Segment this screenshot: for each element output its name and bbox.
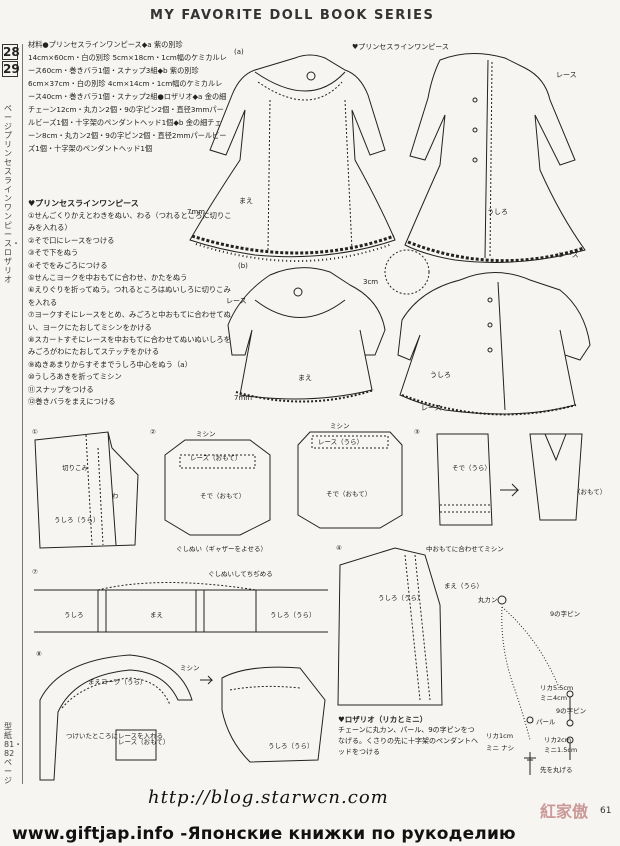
steps-title: ♥プリンセスラインワンピース [28, 199, 139, 208]
materials-text: 材料●プリンセスラインワンピース◆a 紫の別珍 14cm×60cm・白の別珍 5… [28, 40, 227, 153]
dress-b-back [385, 250, 590, 414]
step-marker-7: ⑦ [32, 568, 38, 576]
figure-a-label: (a) [234, 48, 244, 56]
label-ushiro: うしろ [487, 208, 508, 216]
label-pearl: パール [536, 718, 556, 726]
label-gathers: ぐしぬい（ギャザーをよせる） [176, 545, 267, 553]
label-ushiro-ura: うしろ（うら） [378, 594, 424, 602]
label-kiri: 切りこみ [62, 464, 88, 472]
label-mishin: ミシン [196, 430, 216, 438]
label-7mm: 7mm [234, 394, 253, 402]
label-mishin: ミシン [180, 664, 200, 672]
label-mae: まえ [298, 374, 312, 382]
step: ②そで口にレースをつける [28, 235, 115, 245]
page-range: 28 29 [2, 44, 20, 78]
label-ushiro: うしろ [430, 371, 451, 379]
label-sode-ura: そで（うら） [452, 464, 491, 472]
step-7-strip [34, 583, 328, 633]
label-mishin: ミシン [330, 422, 350, 430]
label-mae: まえ [150, 611, 163, 619]
label-sode-omote: そで（おもて） [200, 492, 246, 500]
label-bend: 先を丸げる [540, 766, 573, 774]
step-marker-2: ② [150, 428, 156, 436]
dress-b-front [228, 268, 385, 402]
label-lace: レース [226, 297, 247, 305]
step-marker-3: ③ [414, 428, 420, 436]
rosary-text: チェーンに丸カン、パール、9の字ピンをつなげる。くさりの先に十字架のペンダントヘ… [338, 726, 478, 756]
step: ⑨ぬきあまりからすそまでうしろ中心をぬう（a） [28, 359, 192, 369]
step-4-skirt [338, 548, 442, 705]
step: ④そでをみごろにつける [28, 260, 108, 270]
step: ⑤せんこヨークを中おもてに合わせ、かたをぬう [28, 273, 188, 283]
label-mini-nashi: ミニ ナシ [486, 744, 515, 752]
label-lace: レース [556, 71, 577, 79]
step: ⑪スナップをつける [28, 384, 94, 394]
label-yoke: まえヨーク（うら） [88, 678, 147, 686]
blog-watermark: http://blog.starwcn.com [148, 787, 389, 808]
step-8-yoke [40, 655, 325, 780]
label-mae: まえ [239, 197, 253, 205]
label-mae-ura: まえ（うら） [444, 582, 483, 590]
step-3-sleeve [437, 434, 582, 525]
step: ⑧スカートすそにレースを中おもてに合わせてぬいぬいしろをみごろがわにたおしてステ… [28, 335, 231, 357]
label-sode-omote: そで（おもて） [326, 490, 372, 498]
step-1-piece [35, 432, 138, 548]
step: ⑦ヨークすそにレースをとめ、みごろと中おもてに合わせてぬい、ヨークにたおしてミシ… [28, 310, 231, 332]
page-end: 29 [2, 61, 20, 77]
label-7mm: 7mm [187, 208, 206, 216]
dress-a-back [405, 53, 585, 262]
label-rika1: リカ1cm [486, 732, 514, 740]
label-naka: 中おもてに合わせてミシン [426, 545, 504, 553]
page-suffix: ページ [4, 104, 12, 131]
label-lace: レース [558, 251, 579, 259]
label-ushiro-ura: うしろ（うら） [54, 516, 100, 524]
label-lace-omote: レース（おもて） [190, 454, 242, 462]
step: ⑩うしろあきを折ってミシン [28, 372, 122, 382]
label-ushiro: うしろ [64, 611, 84, 619]
steps-list: ①せんごくりかえとわきをぬい、わる（つれるところに切りこみを入れる） ②そで口に… [28, 210, 233, 409]
side-footer-note: 型紙 81・82ページ [4, 722, 23, 785]
label-lace-ura: レース（うら） [318, 438, 364, 446]
page-number: 61 [600, 806, 612, 816]
label-3cm: 3cm [363, 278, 379, 286]
step: ③そで下をぬう [28, 248, 79, 258]
label-pin9: 9の字ピン [550, 610, 581, 618]
label-lace-omote2: レース（おもて） [118, 738, 170, 746]
side-rule [22, 44, 23, 784]
label-wa: わ [112, 492, 119, 500]
step: ⑫巻きバラをまえにつける [28, 397, 116, 407]
label-lace: レース [421, 404, 442, 412]
figure-b-label: (b) [238, 262, 248, 270]
stamp-mark: 紅家傲 [540, 802, 589, 821]
side-title-text: プリンセスラインワンピース・ロザリオ [4, 131, 20, 284]
label-omote: （おもて） [574, 488, 607, 496]
label-ushiro-ura: うしろ（うら） [270, 611, 316, 619]
step-marker-1: ① [32, 428, 38, 436]
figure-a-title: ♥プリンセスラインワンピース [352, 43, 449, 51]
label-note-lace: つけいたところにレースを入れる [66, 732, 164, 740]
rosary-instructions: ♥ロザリオ（リカとミニ） チェーンに丸カン、パール、9の字ピンをつなげる。くさり… [338, 714, 478, 758]
label-gathers2: ぐしぬいしてちぢめる [208, 570, 273, 578]
step: ⑥えりぐりを折ってぬう。つれるところはぬいしろに切りこみを入れる [28, 285, 231, 307]
page-start: 28 [2, 44, 20, 60]
rosary-title: ♥ロザリオ（リカとミニ） [338, 715, 428, 724]
site-footer: www.giftjap.info -Японские книжки по рук… [12, 824, 516, 844]
dress-a-front [190, 55, 395, 261]
label-rika55: リカ5.5cm [540, 684, 574, 692]
step-marker-4: ④ [336, 544, 342, 552]
step: ①せんごくりかえとわきをぬい、わる（つれるところに切りこみを入れる） [28, 211, 232, 233]
label-rika2: リカ2cm [544, 736, 572, 744]
label-pin9: 9の字ピン [556, 707, 587, 715]
label-ushiro-ura2: うしろ（うら） [268, 742, 314, 750]
label-marukan: 丸カン [478, 596, 498, 604]
label-mini15: ミニ1.5cm [544, 746, 578, 754]
label-mini4: ミニ4cm [540, 694, 568, 702]
rosary-illustration [498, 596, 573, 775]
series-title: MY FAVORITE DOLL BOOK SERIES [150, 8, 435, 23]
side-title: ページ プリンセスラインワンピース・ロザリオ [4, 104, 20, 284]
step-2-pieces [165, 432, 402, 535]
step-marker-8: ⑧ [36, 650, 42, 658]
